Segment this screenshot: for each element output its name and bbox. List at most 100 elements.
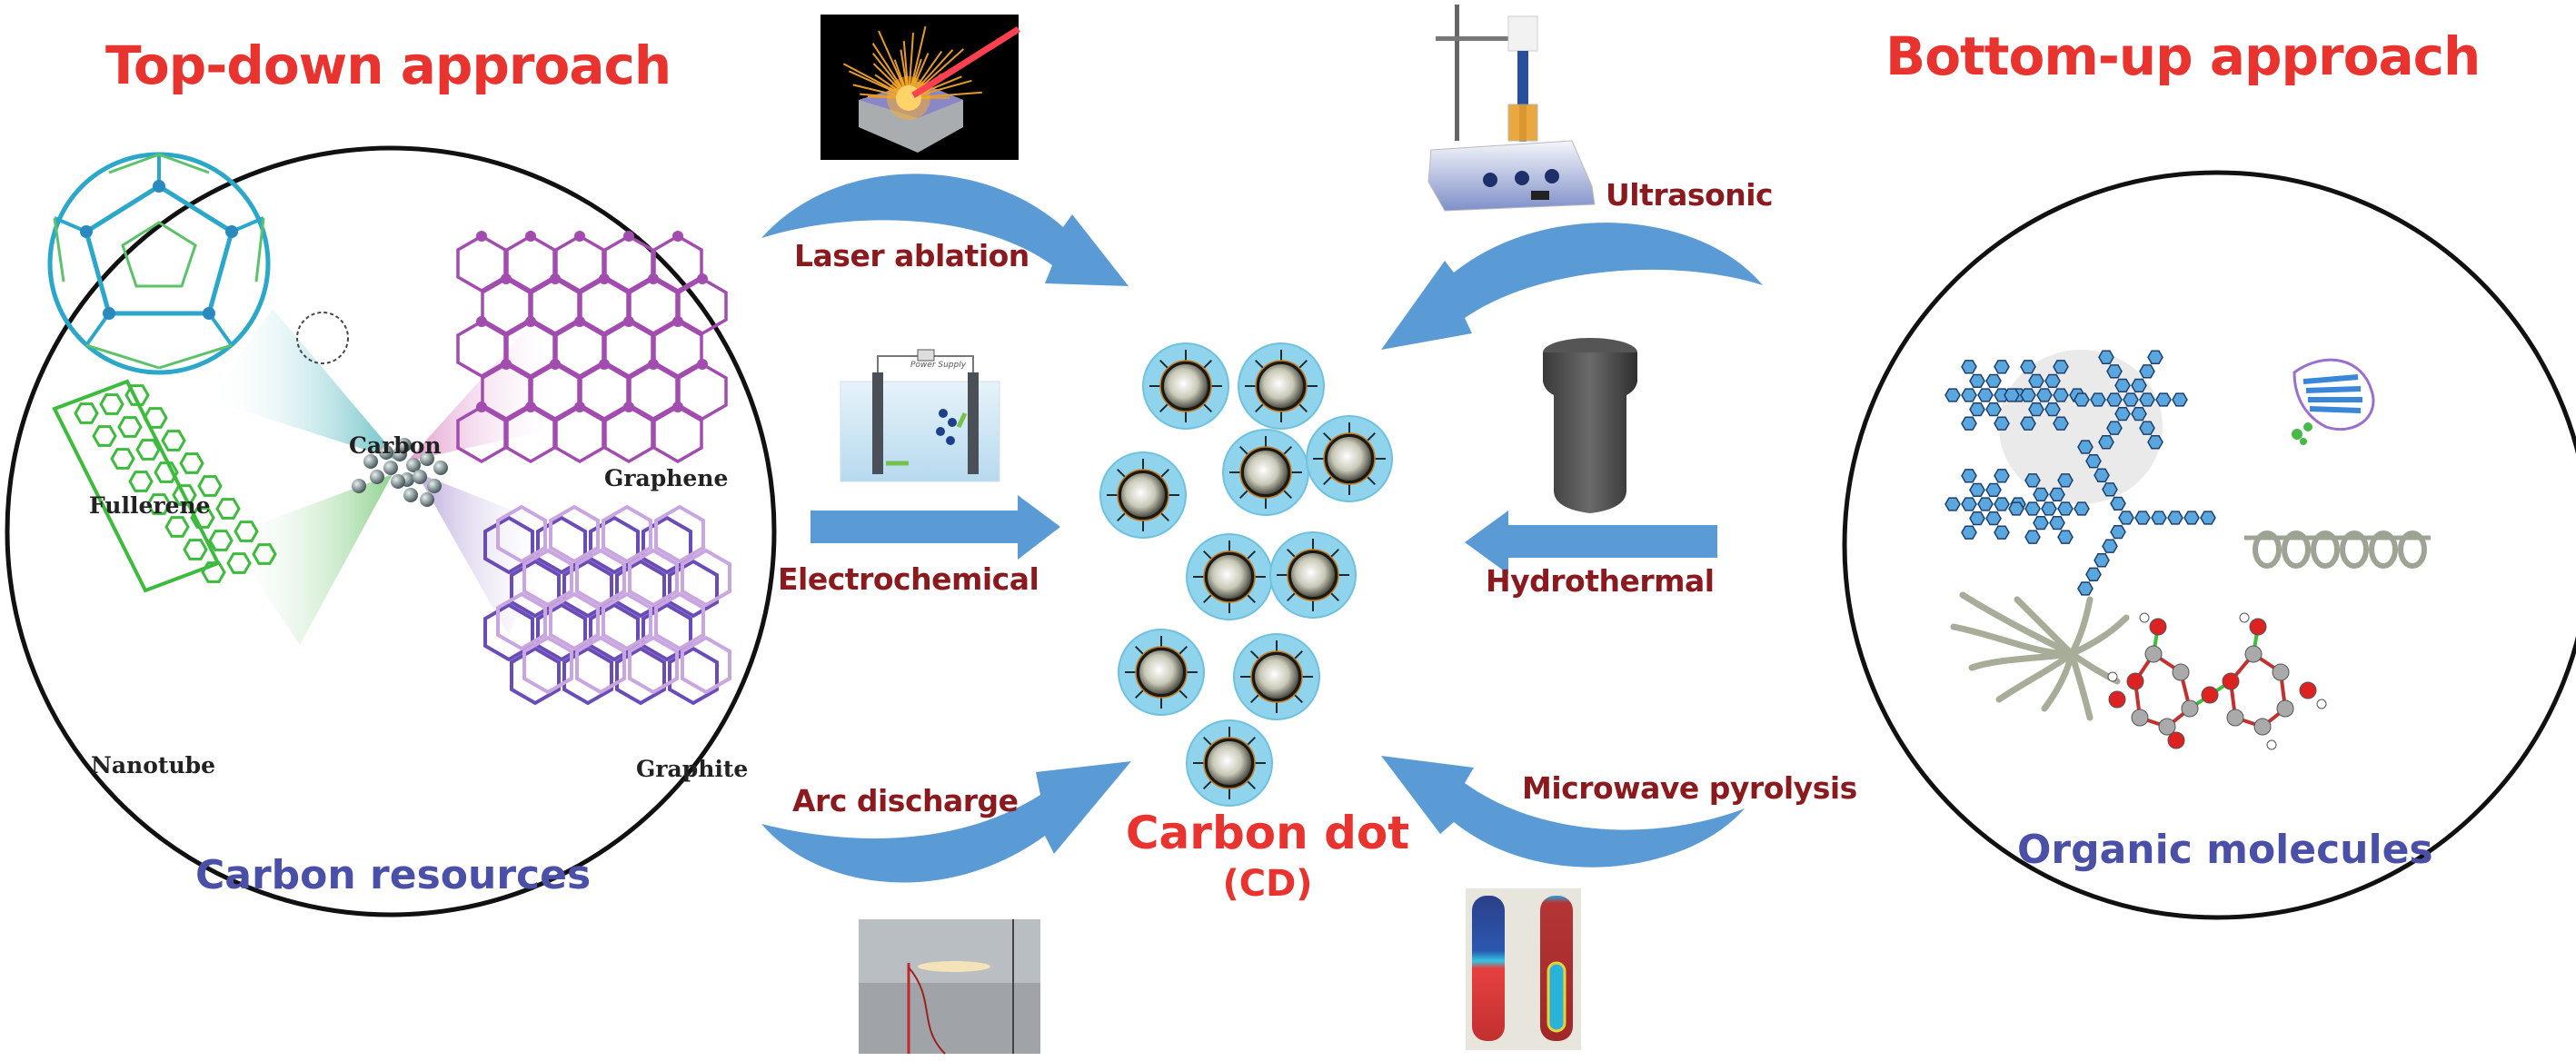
graphene-atom — [648, 273, 659, 284]
molecule-atom — [2182, 700, 2198, 717]
carbon-dot-core — [1258, 362, 1305, 410]
microwave-heating-tubes-image — [1466, 888, 1581, 1050]
left-panel-circle — [7, 148, 774, 915]
dendrimer-hex — [2078, 582, 2093, 595]
graphene-atom — [501, 273, 512, 284]
dendrimer-hex — [2074, 393, 2089, 406]
dendrimer-hex — [2107, 365, 2122, 378]
molecule-atom — [2240, 613, 2249, 622]
dendrimer-hex — [2148, 351, 2163, 363]
graphene-atom — [672, 231, 683, 242]
fullerene-label: Fullerene — [89, 492, 211, 519]
dendrimer-hex — [1986, 512, 2001, 525]
carbon-dot-core — [1326, 435, 1373, 482]
carbon-atom — [352, 479, 366, 493]
carbon-atom — [383, 461, 398, 475]
dendrimer-hex — [2058, 530, 2073, 543]
molecule-atom — [2273, 664, 2289, 680]
electrochemical-label: Electrochemical — [778, 561, 1039, 597]
dendrimer-hex — [1986, 484, 2001, 497]
graphene-atom — [648, 359, 659, 370]
dendrimer-hex — [2184, 511, 2199, 524]
dendrimer-hex — [2132, 408, 2146, 421]
carbon-dot — [1238, 343, 1324, 429]
graphene-atom — [525, 402, 536, 412]
dendrimer-hex — [2140, 421, 2154, 434]
molecule-atom — [2300, 682, 2316, 699]
graphene-atom — [623, 316, 634, 327]
dendrimer-hex — [2111, 526, 2125, 539]
molecule-atom — [2173, 664, 2189, 680]
molecule-atom — [2254, 719, 2271, 735]
graphene-atom — [599, 359, 610, 370]
dendrimer-hex — [1970, 512, 1984, 525]
dendrimer-hex — [1970, 375, 1984, 388]
dendrimer-hex — [2025, 502, 2040, 515]
carbon-atom — [420, 492, 434, 507]
ultrasonic-arrow — [1381, 223, 1763, 350]
dendrimer-hex — [1986, 403, 2001, 416]
dendrimer-hex — [2054, 417, 2068, 430]
dendrimer-hex — [2054, 361, 2068, 373]
carbon-dot — [1223, 430, 1308, 515]
molecule-atom — [2132, 709, 2148, 726]
dendrimer-hex — [2034, 489, 2048, 501]
graphene-atom — [476, 231, 487, 242]
carbon-dot — [1143, 343, 1228, 429]
dendrimer-hex — [2058, 502, 2073, 515]
carbon-dot-abbr: (CD) — [1118, 863, 1417, 905]
carbon-label: Carbon — [349, 432, 442, 459]
carbon-dot — [1100, 452, 1186, 538]
graphene-atom — [672, 402, 683, 412]
molecule-atom — [2145, 646, 2162, 662]
carbon-atom — [427, 479, 442, 493]
carbon-dot — [1307, 416, 1392, 501]
carbon-resources-panel — [7, 148, 774, 915]
dendrimer-hex — [2021, 361, 2035, 373]
molecule-atom — [2109, 691, 2125, 708]
dendrimer-hex — [2201, 511, 2215, 524]
dendrimer-hex — [2094, 469, 2109, 481]
molecule-atom — [2245, 646, 2262, 662]
graphene-atom — [574, 316, 585, 327]
dendrimer-hex — [1970, 403, 1984, 416]
dendrimer-hex — [2050, 517, 2064, 530]
dendrimer-hex — [1994, 470, 2009, 482]
carbon-dot — [1187, 534, 1272, 620]
molecule-atom — [2277, 700, 2293, 717]
molecule-atom — [2317, 699, 2326, 709]
molecule-atom — [2168, 732, 2184, 749]
carbon-dot-core — [1138, 649, 1185, 696]
ultrasonic-processor-image — [1428, 5, 1595, 211]
molecule-atom — [2140, 613, 2149, 622]
dendrimer-hex — [2107, 393, 2122, 406]
graphene-atom — [599, 273, 610, 284]
dendrimer-hex — [2099, 351, 2114, 363]
dendrimer-hex — [2086, 568, 2101, 580]
dendrimer-hex — [2107, 421, 2122, 434]
nanotube-label: Nanotube — [91, 752, 215, 778]
graphene-label: Graphene — [604, 465, 728, 491]
molecule-atom — [2150, 619, 2166, 635]
carbon-atom — [370, 470, 384, 484]
dendrimer-hex — [2086, 455, 2101, 468]
graphene-atom — [550, 359, 561, 370]
dendrimer-hex — [2034, 517, 2048, 530]
dendrimer-hex — [2140, 393, 2154, 406]
dendrimer-hex — [2050, 489, 2064, 501]
graphene-atom — [476, 316, 487, 327]
dendrimer-hex — [1962, 470, 1976, 482]
graphene-atom — [697, 273, 708, 284]
dendrimer-hex — [2042, 502, 2056, 515]
dendrimer-hex — [1970, 484, 1984, 497]
carbon-dot-core — [1253, 653, 1300, 700]
graphite-label: Graphite — [636, 756, 748, 782]
carbon-dot — [1270, 532, 1356, 618]
dendrimer-hex — [2115, 408, 2130, 421]
dendrimer-hex — [1994, 498, 2009, 511]
dendrimer-hex — [2025, 474, 2040, 487]
carbon-dot — [1234, 634, 1319, 719]
dendrimer-hex — [2025, 530, 2040, 543]
carbon-resources-title: Carbon resources — [195, 852, 591, 898]
dendrimer-hex — [2021, 417, 2035, 430]
